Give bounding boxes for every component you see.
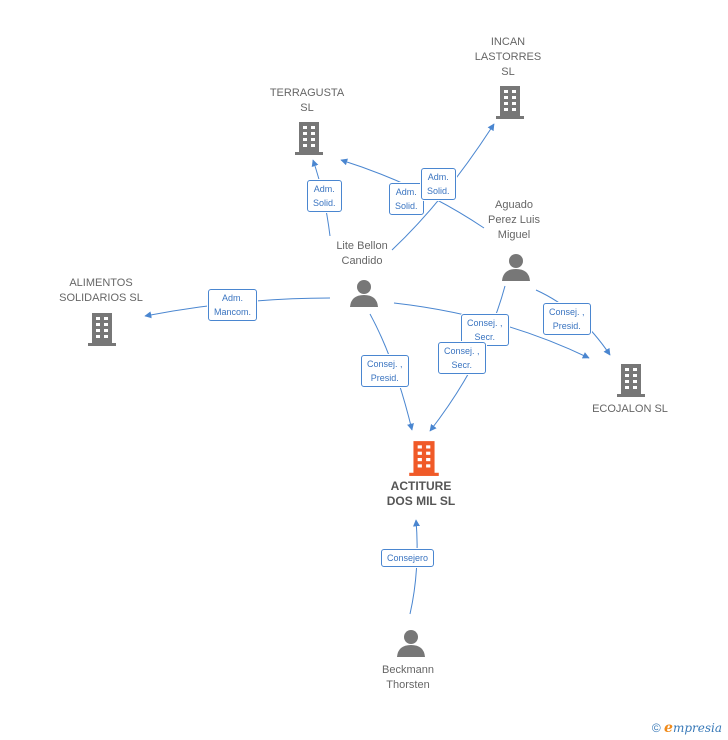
node-label-aguado-perez[interactable]: Aguado Perez Luis Miguel xyxy=(488,199,540,241)
building-icon[interactable] xyxy=(86,311,118,347)
edge-label-aguado-ecojalon[interactable]: Consej. , Presid. xyxy=(543,303,591,335)
copyright-icon: © xyxy=(651,721,661,735)
building-icon[interactable] xyxy=(293,120,325,156)
edge-label-lite-incan[interactable]: Adm. Solid. xyxy=(421,168,456,200)
main-building-icon[interactable] xyxy=(407,439,441,477)
node-label-ecojalon[interactable]: ECOJALON SL xyxy=(592,403,668,415)
edge-label-aguado-terragusta[interactable]: Adm. Solid. xyxy=(389,183,424,215)
edge-label-lite-terragusta[interactable]: Adm. Solid. xyxy=(307,180,342,212)
edge-label-lite-actiture[interactable]: Consej. , Presid. xyxy=(361,355,409,387)
building-icon[interactable] xyxy=(494,84,526,120)
node-label-actiture[interactable]: ACTITURE DOS MIL SL xyxy=(386,479,456,508)
brand-footer[interactable]: © empresia xyxy=(652,720,722,736)
node-label-incan-lastorres[interactable]: INCAN LASTORRES SL xyxy=(474,36,542,78)
person-icon[interactable] xyxy=(395,628,427,658)
edge-label-aguado-actiture[interactable]: Consej. , Secr. xyxy=(438,342,486,374)
node-label-alimentos-solidarios[interactable]: ALIMENTOS SOLIDARIOS SL xyxy=(59,277,143,304)
person-icon[interactable] xyxy=(348,278,380,308)
edge-label-beckmann-actiture[interactable]: Consejero xyxy=(381,549,435,567)
brand-logo: empresia xyxy=(664,720,722,736)
edge-label-lite-alimentos[interactable]: Adm. Mancom. xyxy=(208,289,258,321)
node-label-terragusta[interactable]: TERRAGUSTA SL xyxy=(269,87,345,114)
person-icon[interactable] xyxy=(500,252,532,282)
edge-beckmann-actiture xyxy=(409,519,420,615)
node-label-beckmann[interactable]: Beckmann Thorsten xyxy=(382,664,434,691)
building-icon[interactable] xyxy=(615,362,647,398)
node-label-lite-bellon[interactable]: Lite Bellon Candido xyxy=(336,240,388,267)
